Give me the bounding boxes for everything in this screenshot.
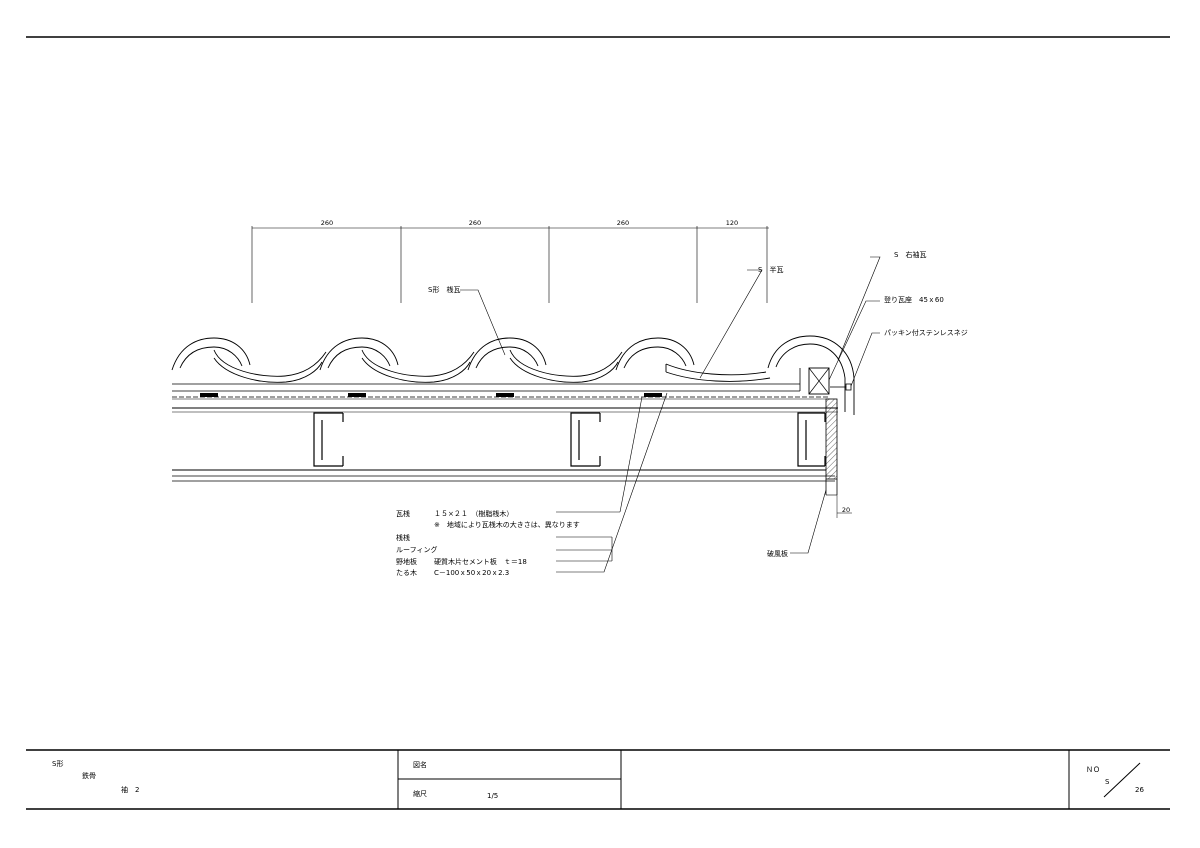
dimension-260-b: 260 [469, 219, 481, 227]
label-nobori-kawaraza: 登り瓦座 45ｘ60 [884, 295, 944, 304]
spec-r2-name: 桟桟 [396, 533, 410, 542]
tb-s-kei: S形 [52, 760, 63, 768]
spec-r1-value: １５×２１ （樹脂桟木） [434, 509, 513, 518]
tb-no-prefix: S [1105, 778, 1110, 786]
leader-lines [460, 256, 881, 573]
spec-r4-value: 硬質木片セメント板 ｔ＝18 [434, 557, 527, 566]
roof-layers [172, 368, 838, 413]
label-packing-screw: パッキン付ステンレスネジ [884, 328, 968, 337]
dimension-120: 120 [726, 219, 738, 227]
roof-tiles [171, 335, 855, 415]
tb-zumei-label: 図名 [413, 760, 427, 769]
tb-no-number: 26 [1135, 786, 1144, 794]
tb-scale-value: 1/5 [487, 792, 498, 800]
tb-no-label: ＮＯ [1086, 766, 1100, 774]
title-block [26, 749, 1170, 810]
dimension-20: 20 [842, 506, 850, 514]
label-s-migisode: S 右袖瓦 [894, 250, 926, 259]
spec-r1-name: 瓦桟 [396, 509, 410, 518]
dimension-260-c: 260 [617, 219, 629, 227]
dimension-group [251, 226, 769, 303]
spec-r5-value: C－100ｘ50ｘ20ｘ2.3 [434, 569, 509, 577]
dimension-260-a: 260 [321, 219, 333, 227]
label-s-kawara: S形 桟瓦 [428, 285, 460, 294]
label-hafuita: 破風板 [767, 549, 788, 558]
ceiling-lines [172, 469, 835, 482]
tb-tekkotsu: 鉄骨 [82, 771, 96, 780]
tb-shakudo-label: 縮尺 [413, 789, 427, 798]
spec-r5-name: たる木 [396, 568, 417, 577]
tb-sode: 袖 2 [121, 785, 139, 794]
verge-detail [808, 367, 852, 518]
battens [200, 393, 662, 397]
spec-r1-note: ※ 地域により瓦桟木の大きさは、異なります [434, 520, 580, 529]
spec-list: 瓦桟 １５×２１ （樹脂桟木） ※ 地域により瓦桟木の大きさは、異なります 桟桟… [396, 509, 580, 577]
rafters [313, 412, 826, 467]
spec-r4-name: 野地板 [396, 557, 417, 566]
spec-r3-name: ルーフィング [396, 545, 437, 554]
label-s-han: S 半瓦 [758, 265, 783, 274]
